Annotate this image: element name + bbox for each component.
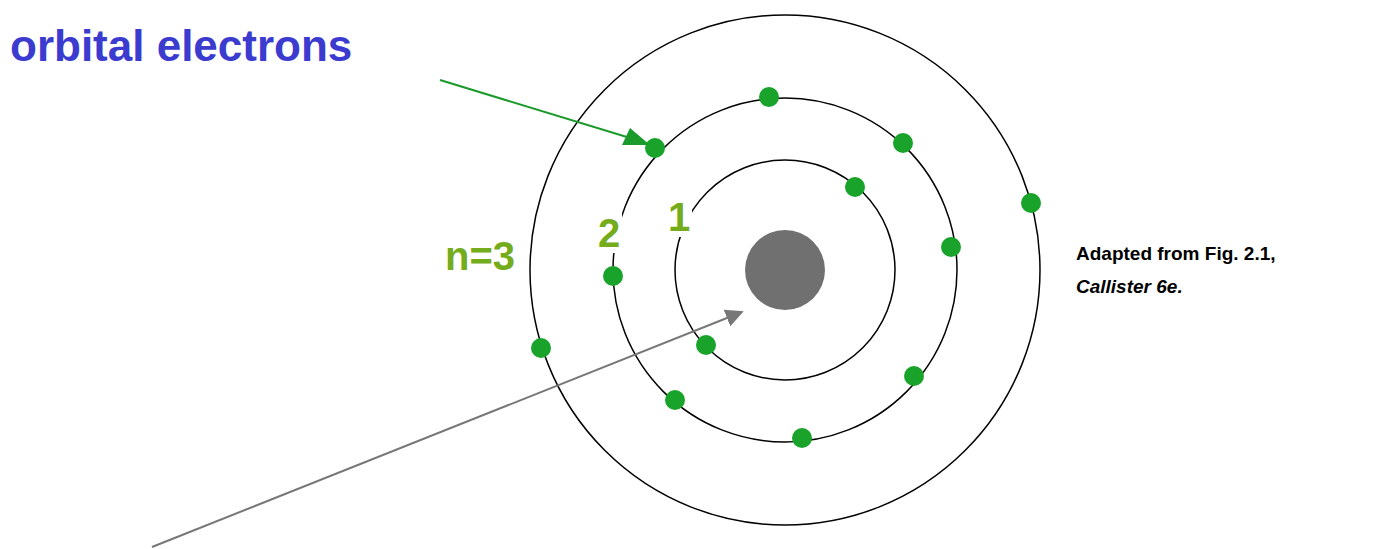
shell-number: n=3 xyxy=(443,236,517,276)
orbit-2 xyxy=(613,98,957,442)
electron xyxy=(696,335,716,355)
leader-arrow xyxy=(440,80,640,141)
nucleus-pointer xyxy=(152,312,742,547)
nucleus xyxy=(745,230,825,310)
electron xyxy=(893,133,913,153)
electron xyxy=(941,237,961,257)
electron xyxy=(531,338,551,358)
electron xyxy=(792,428,812,448)
shell-number: 1 xyxy=(666,197,692,237)
electron xyxy=(904,366,924,386)
callout-text: orbital electrons xyxy=(8,24,354,68)
orbit-1 xyxy=(675,160,895,380)
electron xyxy=(603,266,623,286)
electron xyxy=(759,87,779,107)
electron xyxy=(665,390,685,410)
electron xyxy=(1021,193,1041,213)
electron xyxy=(645,138,665,158)
source-credit: Callister 6e. xyxy=(1074,277,1185,296)
orbit-3 xyxy=(530,15,1040,525)
shell-number: 2 xyxy=(596,213,622,253)
source-credit: Adapted from Fig. 2.1, xyxy=(1074,244,1278,263)
electrons xyxy=(531,87,1041,448)
electron xyxy=(845,177,865,197)
arrow-head xyxy=(622,128,650,145)
